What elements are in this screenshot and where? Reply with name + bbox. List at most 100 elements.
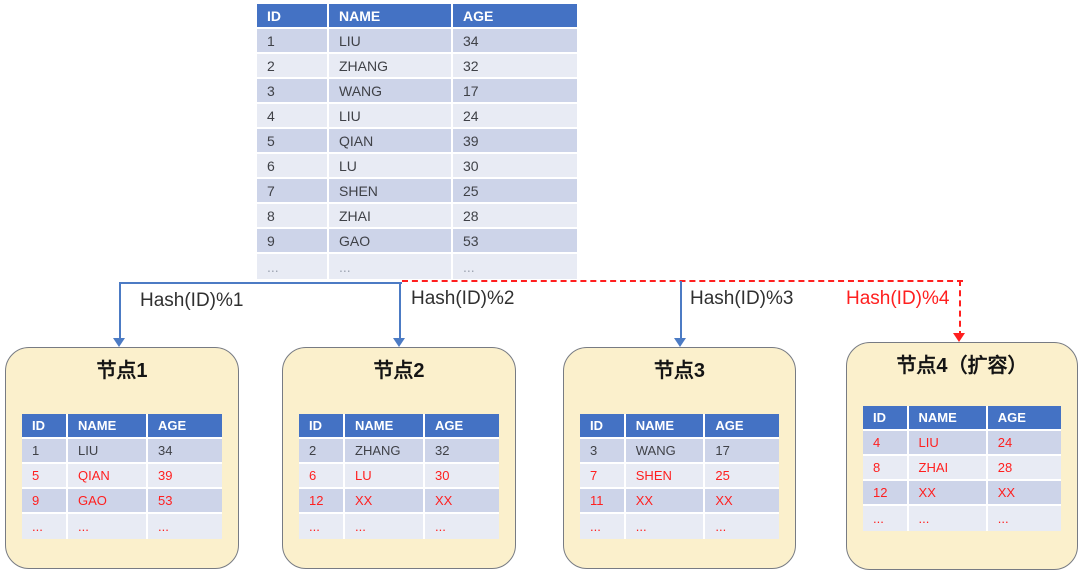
column-header: ID: [22, 414, 68, 437]
table-cell: ...: [425, 514, 499, 539]
column-header: AGE: [453, 4, 577, 27]
table-cell: ...: [580, 514, 626, 539]
table-cell: ZHANG: [345, 439, 425, 462]
arrow-down-icon: [113, 338, 125, 347]
hash-label-3: Hash(ID)%3: [690, 288, 794, 309]
table-cell: ...: [863, 506, 909, 531]
node-title-4: 节点4（扩容）: [896, 355, 1028, 377]
table-cell: ZHANG: [329, 54, 453, 77]
table-cell: XX: [425, 489, 499, 512]
table-cell: 53: [453, 229, 577, 252]
node-title-3: 节点3: [653, 360, 706, 382]
table-cell: 11: [580, 489, 626, 512]
table-cell: 1: [257, 29, 329, 52]
table-cell: ZHAI: [908, 456, 988, 479]
table-cell: ...: [345, 514, 425, 539]
table-cell: ...: [257, 254, 329, 279]
table-cell: 32: [453, 54, 577, 77]
connector-horizontal-blue: [120, 282, 402, 284]
table-cell: 8: [863, 456, 909, 479]
table-cell: 24: [453, 104, 577, 127]
node-title-2: 节点2: [373, 360, 425, 382]
column-header: ID: [257, 4, 329, 27]
table-cell: ...: [299, 514, 345, 539]
table-row: .........: [22, 514, 222, 539]
table-cell: SHEN: [329, 179, 453, 202]
table-cell: SHEN: [625, 464, 706, 487]
table-cell: 12: [299, 489, 345, 512]
table-cell: GAO: [329, 229, 453, 252]
table-cell: 8: [257, 204, 329, 227]
table-cell: 9: [22, 489, 68, 512]
table-cell: 24: [987, 431, 1061, 454]
connector-vertical-node4-red-dashed: [959, 280, 961, 337]
table-row: .........: [299, 514, 499, 539]
table-cell: 2: [257, 54, 329, 77]
table-cell: 25: [705, 464, 779, 487]
table-cell: ...: [68, 514, 148, 539]
table-cell: XX: [345, 489, 425, 512]
connector-vertical-node2: [399, 282, 401, 339]
table-cell: ...: [329, 254, 453, 279]
table-cell: 28: [453, 204, 577, 227]
column-header: NAME: [68, 414, 148, 437]
table-cell: 30: [425, 464, 499, 487]
column-header: AGE: [425, 414, 499, 437]
hash-label-2: Hash(ID)%2: [411, 288, 515, 309]
table-cell: 1: [22, 439, 68, 462]
table-cell: LIU: [68, 439, 148, 462]
table-cell: 17: [453, 79, 577, 102]
column-header: ID: [580, 414, 626, 437]
table-cell: 25: [453, 179, 577, 202]
table-cell: 7: [257, 179, 329, 202]
connector-vertical-node3: [680, 281, 682, 339]
column-header: ID: [299, 414, 345, 437]
column-header: NAME: [625, 414, 706, 437]
table-cell: ...: [22, 514, 68, 539]
table-cell: ...: [625, 514, 706, 539]
table-cell: LIU: [329, 104, 453, 127]
table-cell: 12: [863, 481, 909, 504]
table-cell: 5: [257, 129, 329, 152]
table-cell: LU: [329, 154, 453, 177]
table-cell: XX: [908, 481, 988, 504]
column-header: AGE: [987, 406, 1061, 429]
arrow-down-icon: [953, 333, 965, 342]
connector-horizontal-red-dashed: [402, 280, 963, 282]
column-header: NAME: [329, 4, 453, 27]
table-cell: 39: [148, 464, 222, 487]
table-cell: 7: [580, 464, 626, 487]
table-cell: LIU: [908, 431, 988, 454]
table-cell: XX: [625, 489, 706, 512]
table-cell: 28: [987, 456, 1061, 479]
table-cell: ...: [453, 254, 577, 279]
table-cell: 6: [299, 464, 345, 487]
column-header: NAME: [345, 414, 425, 437]
table-cell: 6: [257, 154, 329, 177]
table-cell: WANG: [329, 79, 453, 102]
hash-label-4: Hash(ID)%4: [846, 288, 950, 309]
table-cell: ...: [148, 514, 222, 539]
